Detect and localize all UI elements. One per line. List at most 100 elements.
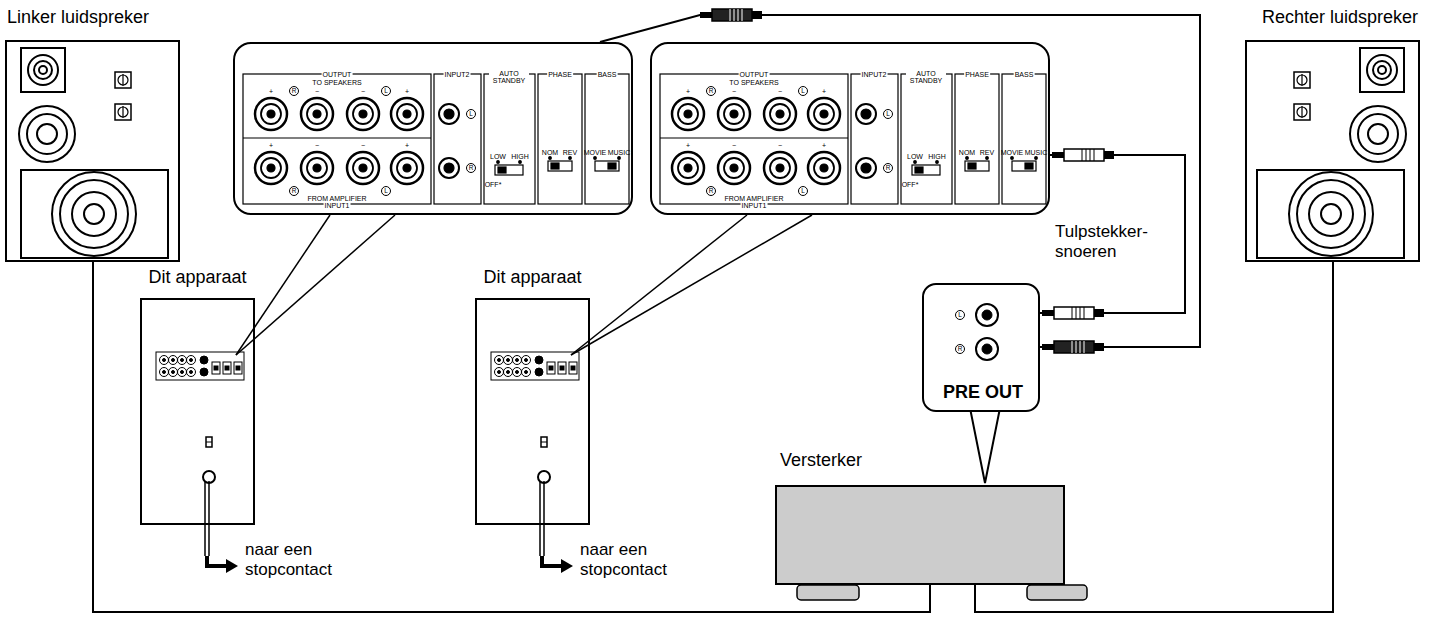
subwoofer-drawing xyxy=(504,356,513,365)
panel-drawing xyxy=(538,74,582,204)
panel-drawing xyxy=(814,158,834,178)
rca-plug xyxy=(1086,149,1087,161)
panel-drawing xyxy=(672,152,704,184)
power-note: naar een stopcontact xyxy=(580,540,685,581)
rca-plug xyxy=(1072,341,1073,353)
panel-drawing xyxy=(861,109,871,119)
panel-drawing xyxy=(495,165,523,175)
subwoofer-drawing xyxy=(541,437,547,447)
power-cord xyxy=(543,481,545,556)
panel-drawing xyxy=(678,104,698,124)
speaker-drawing xyxy=(1309,192,1353,236)
panel-drawing xyxy=(1002,74,1046,204)
panel-drawing xyxy=(444,109,454,119)
speaker-drawing xyxy=(60,180,128,248)
panel-drawing xyxy=(585,74,629,204)
rca-plug xyxy=(1084,341,1085,353)
panel-drawing xyxy=(608,163,616,169)
subwoofer-drawing xyxy=(516,371,519,374)
direction-arrow xyxy=(542,556,563,566)
panel-drawing xyxy=(678,158,698,178)
panel-drawing xyxy=(347,98,379,130)
speaker-drawing xyxy=(1321,204,1341,224)
subwoofer-drawing xyxy=(491,352,579,380)
amplifier-box: Versterker xyxy=(775,485,1065,585)
rca-plug xyxy=(752,11,762,19)
channel-label: L xyxy=(798,186,808,196)
speaker-drawing xyxy=(1289,172,1373,256)
subwoofer-drawing xyxy=(212,362,220,374)
direction-arrow xyxy=(561,559,573,573)
panel-drawing xyxy=(243,74,431,204)
speaker-title: Linker luidspreker xyxy=(7,8,149,26)
subwoofer-drawing xyxy=(507,359,510,362)
jack-drawing xyxy=(982,310,992,320)
speaker-drawing xyxy=(27,114,67,154)
speaker-drawing xyxy=(1378,66,1386,74)
subwoofer-drawing xyxy=(547,362,555,374)
terminal-label: + xyxy=(405,142,409,149)
subwoofer-drawing xyxy=(181,359,184,362)
channel-label: L xyxy=(883,109,893,119)
subwoofer-drawing xyxy=(560,366,564,370)
subwoofer-drawing xyxy=(538,471,550,483)
subwoofer-drawing xyxy=(206,442,212,443)
subwoofer-drawing xyxy=(178,368,187,377)
panel-drawing xyxy=(595,161,619,171)
panel-drawing xyxy=(764,152,796,184)
speaker-drawing xyxy=(122,74,123,86)
rear-panel-callout: OUTPUTTO SPEAKERS+R−−L++−−+RLFROM AMPLIF… xyxy=(650,42,1050,215)
section-heading: AUTO STANDBY xyxy=(906,70,946,85)
subwoofer-drawing xyxy=(200,368,208,376)
unit-title: Dit apparaat xyxy=(148,268,246,286)
unit-title: Dit apparaat xyxy=(483,268,581,286)
terminal-label: MUSIC xyxy=(608,149,631,156)
amplifier-foot xyxy=(797,585,1087,600)
panel-drawing xyxy=(1011,157,1014,160)
speaker-drawing xyxy=(1360,48,1404,92)
panel-drawing xyxy=(856,104,876,124)
panel-drawing xyxy=(594,157,597,160)
section-heading: INPUT2 xyxy=(861,71,888,78)
panel-drawing xyxy=(986,157,989,160)
callout-pointer xyxy=(236,215,395,355)
subwoofer-drawing xyxy=(525,371,528,374)
panel-drawing xyxy=(551,163,559,169)
subwoofer-drawing xyxy=(163,359,166,362)
speaker-drawing xyxy=(19,48,168,258)
speaker-drawing xyxy=(1294,72,1310,88)
channel-label: R xyxy=(955,344,965,354)
panel-drawing xyxy=(403,164,411,172)
subwoofer-drawing xyxy=(187,356,196,365)
subwoofer-drawing xyxy=(495,356,504,365)
rca-plug xyxy=(1042,310,1054,316)
rca-plug xyxy=(1094,149,1095,161)
subwoofer-drawing xyxy=(203,471,215,483)
subwoofer-drawing xyxy=(535,356,543,364)
panel-drawing xyxy=(660,137,848,138)
node-illustration xyxy=(477,300,592,527)
node-illustration xyxy=(1247,42,1422,264)
panel-drawing xyxy=(397,104,417,124)
subwoofer-drawing xyxy=(225,366,229,370)
panel-drawing xyxy=(307,158,327,178)
subwoofer-drawing xyxy=(172,359,175,362)
power-note: naar een stopcontact xyxy=(245,540,350,581)
rca-plug xyxy=(1080,307,1081,319)
rca-plug xyxy=(730,9,731,21)
channel-label: L xyxy=(466,109,476,119)
subwoofer-drawing xyxy=(507,371,510,374)
terminal-label: OFF* xyxy=(902,181,919,188)
panel-drawing xyxy=(770,104,790,124)
terminal-label: − xyxy=(778,88,782,95)
rca-plug xyxy=(734,9,735,21)
channel-label: R xyxy=(466,163,476,173)
panel-drawing xyxy=(912,165,940,175)
panel-drawing xyxy=(313,164,321,172)
terminal-label: + xyxy=(269,142,273,149)
rca-plug xyxy=(1076,307,1077,319)
speaker-drawing xyxy=(21,170,168,258)
panel-drawing xyxy=(936,161,939,164)
terminal-label: + xyxy=(269,88,273,95)
